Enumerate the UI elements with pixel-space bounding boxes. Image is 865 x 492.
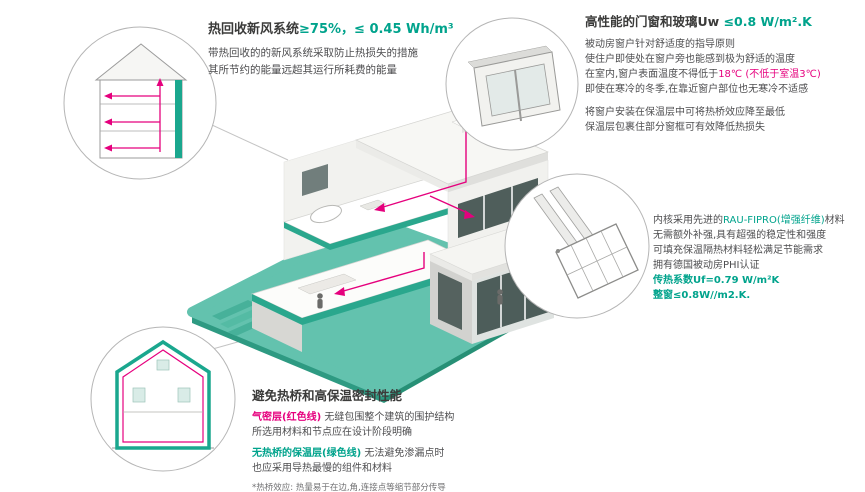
window-title-value: ≤0.8 W/m².K xyxy=(723,14,812,29)
airtight-layer-label: 气密层(红色线) xyxy=(252,412,322,424)
ventilation-duct-lines xyxy=(339,128,471,293)
profile-chambers xyxy=(566,230,628,292)
profile-material-name: RAU-FIPRO(增强纤维) xyxy=(723,215,825,226)
thermal-body-line: 气密层(红色线) 无缝包围整个建筑的围护结构 xyxy=(252,410,572,425)
duct-arrowheads xyxy=(334,203,475,296)
roof-edge-left xyxy=(356,140,448,192)
thermal-callout-text: 避免热桥和高保温密封性能 气密层(红色线) 无缝包围整个建筑的围护结构 所选用材… xyxy=(252,388,572,492)
profile-body-line: 无需额外补强,具有超强的稳定性和强度 xyxy=(653,230,827,241)
roof-edge-right xyxy=(448,152,548,192)
profile-material-text-b: 材料 xyxy=(824,215,845,226)
insulation-cut-edge xyxy=(284,222,330,250)
airflow-arrow xyxy=(104,144,112,152)
ventilation-callout-text: 热回收新风系统≥75%，≤ 0.45 Wh/m³ 带热回收的的新风系统采取防止热… xyxy=(208,22,476,78)
mini-window xyxy=(156,359,170,371)
duct-branch xyxy=(429,195,471,215)
person-body xyxy=(497,295,503,305)
chamber-line xyxy=(566,246,628,276)
upper-glazing-band xyxy=(458,178,538,238)
profile-callout-text: 内核采用先进的RAU-FIPRO(增强纤维)材料 无需额外补强,具有超强的稳定性… xyxy=(653,213,865,303)
terrace-step xyxy=(212,300,256,320)
profile-uf-value: 传热系数Uf=0.79 W/m²K xyxy=(653,275,780,286)
duct-ground xyxy=(339,252,425,293)
window-temp-text: 在室内,窗户表面温度不得低于 xyxy=(585,68,719,80)
window-body-line: 保温层包裹住部分窗框可有效降低热损失 xyxy=(585,121,765,133)
duct-main xyxy=(379,128,467,209)
person-head xyxy=(497,289,503,295)
window-title: 高性能的门窗和玻璃Uw ≤0.8 W/m².K xyxy=(585,14,859,30)
callout-circle-thermal xyxy=(90,326,236,472)
profile-gasket xyxy=(556,249,560,253)
ventilation-body-line: 带热回收的的新风系统采取防止热损失的措施 xyxy=(208,47,418,60)
window-body-line: 将窗户安装在保温层中可将热桥效应降至最低 xyxy=(585,106,785,118)
thermal-body-line: 也应采用导热最慢的组件和材料 xyxy=(252,463,392,475)
mini-house-body xyxy=(99,79,183,159)
insulation-envelope-green-line xyxy=(115,339,211,450)
duct-arrow xyxy=(464,210,475,219)
ventilation-title-value: ≥75%，≤ 0.45 Wh/m³ xyxy=(299,22,454,37)
mini-window xyxy=(132,387,146,403)
window-body-line: 即使在寒冷的冬季,在靠近窗户部位也无寒冷不适感 xyxy=(585,83,809,95)
window-body-line: 被动房窗户针对舒适度的指导原则 xyxy=(585,38,735,50)
bathtub xyxy=(310,204,342,224)
insulation-cut-edge xyxy=(252,294,302,325)
people-figures xyxy=(317,289,503,309)
window-body-line: 在室内,窗户表面温度不得低于18℃ (不低于室温3℃) xyxy=(585,67,859,82)
ventilation-title-black: 热回收新风系统 xyxy=(208,22,300,37)
airtight-layer-text: 无缝包围整个建筑的围护结构 xyxy=(321,412,455,424)
callout-circle-ventilation xyxy=(63,26,217,180)
insulation-layer-text: 无法避免渗漏点时 xyxy=(361,448,445,460)
window-temp-value: 18℃ (不低于室温3℃) xyxy=(718,68,821,80)
connector-ventilation xyxy=(211,124,289,161)
duct-riser xyxy=(112,86,161,152)
insulation-layer-label: 无热桥的保温层(绿色线) xyxy=(252,448,362,460)
profile-material-text-a: 内核采用先进的 xyxy=(653,215,723,226)
airflow-arrow xyxy=(104,92,112,100)
thermal-title: 避免热桥和高保温密封性能 xyxy=(252,388,403,403)
window-body-line: 使住户即使处在窗户旁也能感到极为舒适的温度 xyxy=(585,53,795,65)
glass-door xyxy=(438,272,462,330)
glass-volume-roof-edge xyxy=(430,254,472,281)
ventilation-body-line: 其所节约的能量远超其运行所耗费的能量 xyxy=(208,63,397,76)
duct-arrow xyxy=(334,287,345,296)
profile-body-line: 拥有德国被动房PHI认证 xyxy=(653,260,760,271)
insulated-wall-strip xyxy=(175,80,182,158)
thermal-body-line: 所选用材料和节点应在设计阶段明确 xyxy=(252,427,412,439)
interior-window xyxy=(302,164,328,196)
window-callout-text: 高性能的门窗和玻璃Uw ≤0.8 W/m².K 被动房窗户针对舒适度的指导原则 … xyxy=(585,14,859,135)
basement-wall xyxy=(252,301,302,352)
thermal-body-line: 无热桥的保温层(绿色线) 无法避免渗漏点时 xyxy=(252,446,572,461)
kitchen-counter xyxy=(297,273,357,295)
profile-uw-value: 整窗≤0.8W//m2.K. xyxy=(653,290,751,301)
profile-body-line: 内核采用先进的RAU-FIPRO(增强纤维)材料 xyxy=(653,213,865,228)
profile-body-line: 可填充保温隔热材料轻松满足节能需求 xyxy=(653,245,823,256)
callout-circle-profile xyxy=(504,173,650,319)
person-head xyxy=(317,293,323,299)
ventilation-title: 热回收新风系统≥75%，≤ 0.45 Wh/m³ xyxy=(208,22,476,38)
callout-circle-window xyxy=(445,17,579,151)
window-mullion xyxy=(514,69,522,122)
duct-arrow xyxy=(374,203,385,212)
mini-window xyxy=(177,387,191,403)
roof-slab xyxy=(355,109,549,185)
airtight-red-line xyxy=(122,349,204,443)
thermal-footnote: *热桥效应: 热量易于在边,角,连接点等缩节部分传导 xyxy=(252,483,446,492)
person-body xyxy=(317,299,323,309)
airflow-arrow-up xyxy=(156,78,164,86)
airflow-arrows xyxy=(104,78,164,152)
insulation-cut-edge xyxy=(330,198,482,250)
airflow-arrow xyxy=(104,118,112,126)
window-title-black: 高性能的门窗和玻璃Uw xyxy=(585,14,724,29)
bathroom-cabinet xyxy=(359,199,387,211)
